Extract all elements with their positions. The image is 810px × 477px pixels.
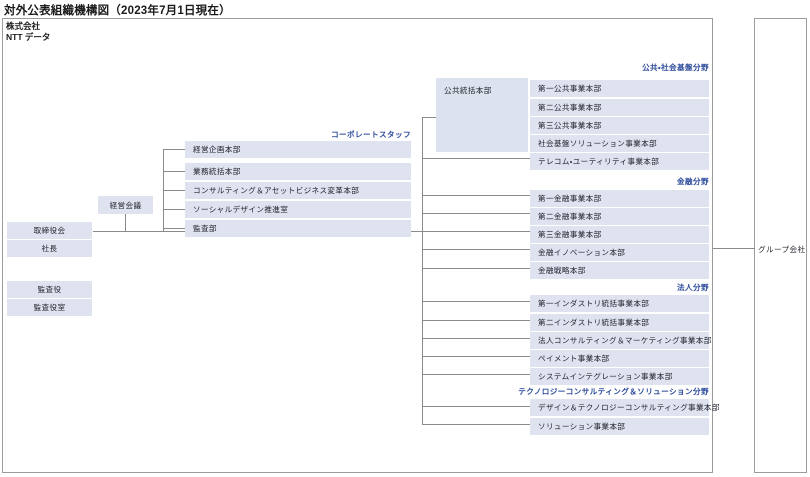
box-corporate-staff-3[interactable]: コンサルティング＆アセットビジネス変革本部 [185, 182, 411, 199]
section-label-public-social: 公共・社会基盤分野 [642, 63, 709, 72]
connector-group-companies [713, 248, 755, 249]
box-public-3[interactable]: 第三公共事業本部 [530, 117, 709, 134]
box-public-4[interactable]: 社会基盤ソリューション事業本部 [530, 135, 709, 152]
page-title: 対外公表組織機構図（2023年7月1日現在） [4, 5, 231, 17]
box-public-1[interactable]: 第一公共事業本部 [530, 80, 709, 97]
box-president[interactable]: 社長 [7, 240, 92, 257]
box-enterprise-1[interactable]: 第一インダストリ統括事業本部 [530, 295, 709, 312]
box-enterprise-3[interactable]: 法人コンサルティング＆マーケティング事業本部 [530, 332, 711, 349]
box-finance-3[interactable]: 第三金融事業本部 [530, 226, 709, 243]
connector-finance-4 [422, 249, 530, 250]
connector-finance-5 [422, 268, 530, 269]
connector-corporate-staff-3 [163, 190, 185, 191]
connector-public-umbrella [422, 117, 438, 118]
connector-enterprise-5 [422, 374, 530, 375]
connector-enterprise-2 [422, 320, 530, 321]
box-corporate-staff-5[interactable]: 監査部 [185, 220, 411, 237]
group-companies-frame [754, 18, 807, 473]
connector-enterprise-3 [422, 338, 530, 339]
box-corporate-staff-4[interactable]: ソーシャルデザイン推進室 [185, 201, 411, 218]
box-technology-1[interactable]: デザイン＆テクノロジーコンサルティング事業本部 [530, 399, 719, 416]
box-management-meeting[interactable]: 経営会議 [98, 196, 153, 214]
company-name: 株式会社 NTT データ [6, 21, 51, 42]
connector-technology-1 [422, 406, 530, 407]
connector-public-telecom [422, 158, 530, 159]
box-finance-4[interactable]: 金融イノベーション本部 [530, 244, 709, 261]
box-corporate-staff-1[interactable]: 経営企画本部 [185, 141, 411, 158]
connector-corporate-staff-4 [163, 209, 185, 210]
box-public-umbrella[interactable]: 公共統括本部 [436, 78, 528, 152]
connector-management-meeting-drop [125, 214, 126, 232]
box-public-5[interactable]: テレコム・ユーティリティ事業本部 [530, 153, 709, 170]
box-public-2[interactable]: 第二公共事業本部 [530, 99, 709, 116]
box-enterprise-5[interactable]: システムインテグレーション事業本部 [530, 368, 709, 385]
connector-corporate-staff-2 [163, 171, 185, 172]
connector-enterprise-1 [422, 301, 530, 302]
connector-finance-2 [422, 213, 530, 214]
connector-finance-1 [422, 195, 530, 196]
box-auditor[interactable]: 監査役 [7, 281, 92, 298]
connector-corporate-staff-5 [163, 228, 185, 229]
connector-corporate-staff-1 [163, 149, 185, 150]
section-label-enterprise: 法人分野 [677, 283, 709, 292]
connector-enterprise-4 [422, 356, 530, 357]
box-corporate-staff-2[interactable]: 業務統括本部 [185, 163, 411, 180]
section-label-technology: テクノロジーコンサルティング＆ソリューション分野 [518, 387, 709, 396]
connector-business-spine [422, 117, 423, 424]
box-enterprise-4[interactable]: ペイメント事業本部 [530, 350, 709, 367]
box-board-of-directors[interactable]: 取締役会 [7, 222, 92, 239]
label-group-companies: グループ会社 [758, 245, 806, 254]
section-label-finance: 金融分野 [677, 177, 709, 186]
box-finance-1[interactable]: 第一金融事業本部 [530, 190, 709, 207]
connector-finance-3 [422, 231, 530, 232]
box-finance-2[interactable]: 第二金融事業本部 [530, 208, 709, 225]
box-finance-5[interactable]: 金融戦略本部 [530, 262, 709, 279]
section-label-corporate-staff: コーポレートスタッフ [331, 130, 411, 139]
main-frame [2, 18, 713, 473]
box-enterprise-2[interactable]: 第二インダストリ統括事業本部 [530, 314, 709, 331]
box-technology-2[interactable]: ソリューション事業本部 [530, 418, 709, 435]
box-auditor-office[interactable]: 監査役室 [7, 299, 92, 316]
connector-technology-2 [422, 424, 530, 425]
